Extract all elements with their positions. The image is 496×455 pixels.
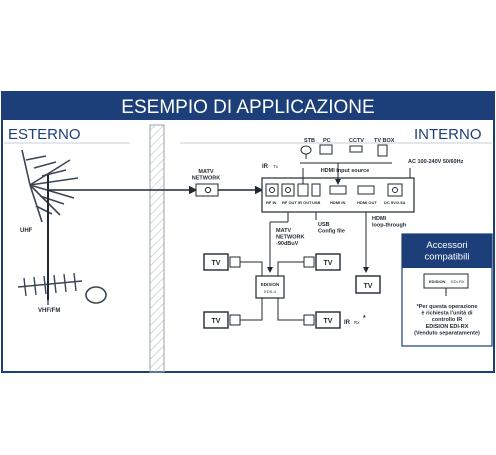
- ir-tx-ir: IR: [262, 164, 269, 170]
- port-label-hdmi-in: HDMI IN: [330, 200, 345, 205]
- port-label-ir-out: IR OUT: [298, 200, 312, 205]
- wall: [149, 124, 165, 373]
- fm-loop-icon: [85, 286, 107, 304]
- port-label-hdmi-out: HDMI OUT: [357, 200, 377, 205]
- cctv-icon: [349, 145, 363, 153]
- port-rf-out: [281, 183, 295, 197]
- port-dc: [387, 183, 403, 197]
- tv-top-right: [315, 253, 341, 271]
- port-hdmi-in: [329, 185, 347, 195]
- diagram-title: ESEMPIO DI APPLICAZIONE: [121, 97, 374, 118]
- tv-hdmi-loop: [355, 275, 381, 294]
- pc-icon: [319, 144, 333, 155]
- title-banner: [2, 92, 494, 120]
- uhf-label: UHF: [20, 228, 33, 234]
- splitter-brand: EDISION: [261, 282, 280, 287]
- port-rf-in: [265, 183, 279, 197]
- source-label-tv-box: TV BOX: [374, 138, 395, 144]
- zone-outside-label: ESTERNO: [8, 126, 81, 143]
- source-label-cctv: CCTV: [349, 138, 364, 144]
- zone-inside-label: INTERNO: [414, 126, 482, 143]
- tv-hdmi-loop-label: TV: [364, 283, 373, 290]
- port-hdmi-out: [357, 185, 375, 195]
- port-label-usb: USB: [312, 200, 321, 205]
- vhf-label: VHF/FM: [38, 308, 60, 314]
- splitter-model: EDS-4: [264, 289, 277, 294]
- tv-wall-sockets: [229, 256, 315, 326]
- tv-bottom-left-label: TV: [212, 318, 221, 325]
- tv-top-left: [203, 253, 229, 271]
- source-label-pc: PC: [323, 138, 331, 144]
- hdmi-input-caption: HDMI input source: [321, 168, 370, 174]
- source-label-stb: STB: [304, 138, 315, 144]
- stb-icon: [300, 145, 312, 159]
- vhf-antenna-icon: [17, 272, 83, 305]
- accessory-device-model: EDI-RX: [451, 279, 465, 284]
- ir-rx-star: *: [363, 315, 366, 322]
- ir-rx-ir: IR: [344, 320, 351, 326]
- port-label-dc: DC 5V/2.5A: [384, 200, 405, 205]
- source-icons: [300, 144, 388, 159]
- port-label-rf-in: RF IN: [266, 200, 277, 205]
- tv-top-left-label: TV: [212, 260, 221, 267]
- edi-rx-device-icon: [423, 273, 469, 296]
- tv-bottom-right: [315, 311, 341, 329]
- ir-tx-label: Tx: [273, 164, 279, 169]
- matv-wall-socket: [195, 183, 219, 197]
- matv-socket-icon: [204, 186, 212, 194]
- port-usb: [311, 183, 321, 197]
- accessories-header: [402, 234, 492, 268]
- ir-rx-label: Rx: [354, 320, 360, 325]
- tv-bottom-left: [203, 311, 229, 329]
- splitter-device: [255, 275, 285, 299]
- tv-box-icon: [377, 144, 388, 157]
- splitter-outputs: [240, 261, 304, 321]
- port-label-rf-out: RF OUT: [282, 200, 297, 205]
- accessory-device-brand: EDISION: [429, 279, 446, 284]
- tv-bottom-right-label: TV: [324, 318, 333, 325]
- uhf-antenna-icon: [21, 149, 79, 223]
- tv-top-right-label: TV: [324, 260, 333, 267]
- power-spec-label: AC 100-240V 50/60Hz: [408, 159, 464, 165]
